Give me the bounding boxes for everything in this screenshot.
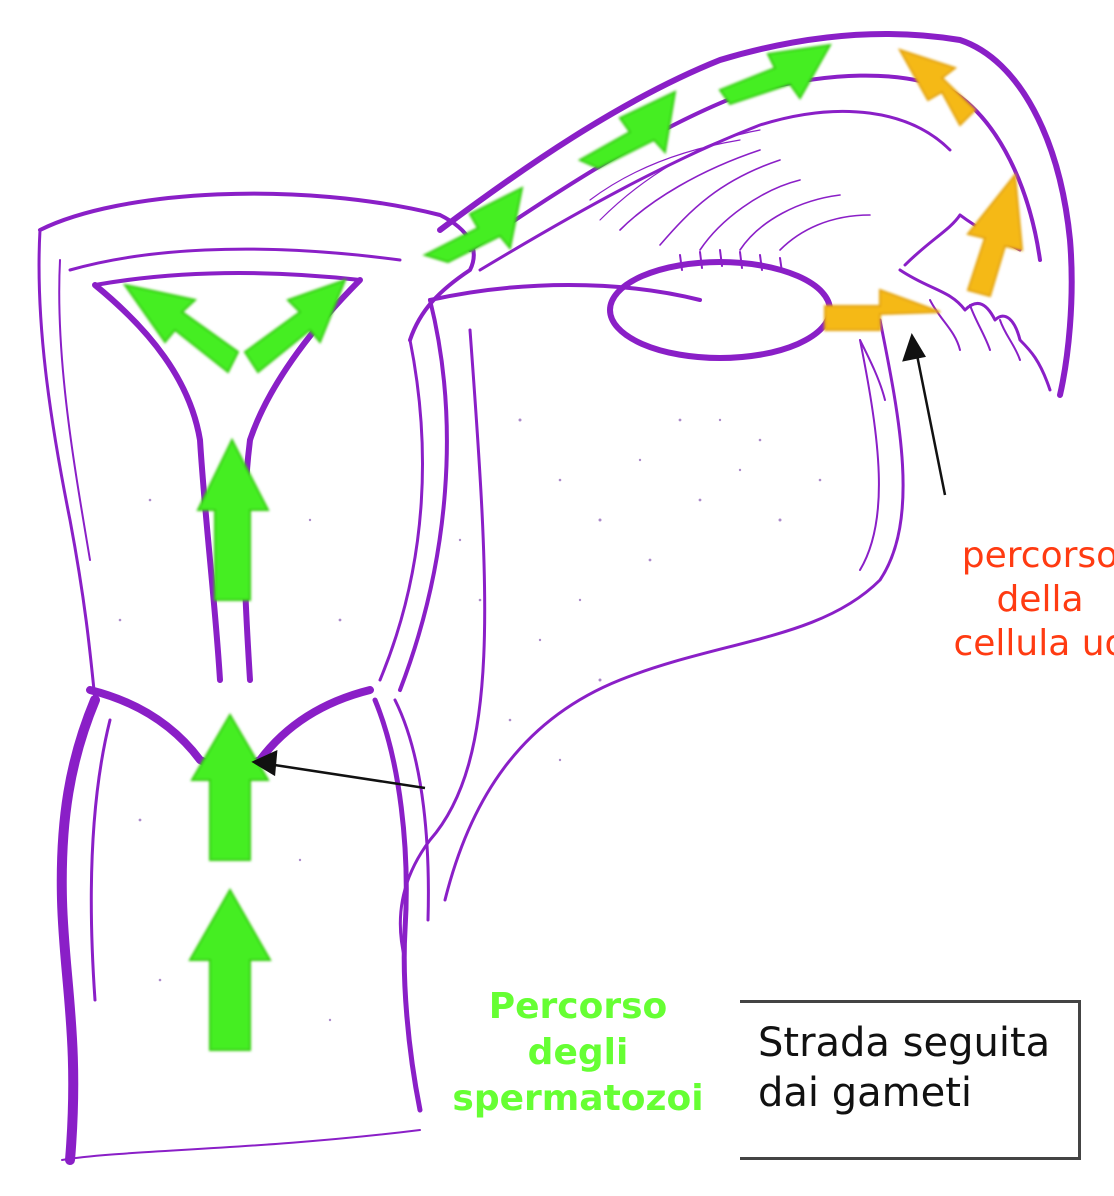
egg-arrow-3 xyxy=(900,50,975,125)
vaginal-wall-right xyxy=(375,700,420,1110)
egg-pointer-head xyxy=(904,336,924,360)
sperm-arrow-2 xyxy=(192,715,268,860)
caption-text: Strada seguita dai gameti xyxy=(758,1018,1078,1118)
egg-label-line-1: percorso xyxy=(905,534,1114,578)
egg-arrow-1 xyxy=(825,290,940,330)
sperm-label-line-1: Percorso xyxy=(418,984,738,1030)
sperm-label-line-3: spermatozoi xyxy=(418,1076,738,1122)
caption-line-1: Strada seguita xyxy=(758,1018,1078,1068)
egg-pointer-line xyxy=(916,350,945,495)
caption-line-2: dai gameti xyxy=(758,1068,1078,1118)
vaginal-wall-left xyxy=(62,700,95,1160)
sperm-pointer-line xyxy=(268,764,425,788)
egg-label-line-2: della xyxy=(905,578,1114,622)
sperm-arrow-1 xyxy=(190,890,270,1050)
egg-label-line-3: cellula uo xyxy=(905,622,1114,666)
egg-arrow-2 xyxy=(968,175,1022,296)
pointer-lines xyxy=(254,336,945,788)
egg-path-label: percorso della cellula uo xyxy=(905,534,1114,666)
sperm-label-line-2: degli xyxy=(418,1030,738,1076)
ovary xyxy=(610,262,830,358)
sperm-path-label: Percorso degli spermatozoi xyxy=(418,984,738,1122)
egg-path-arrows xyxy=(825,50,1022,330)
